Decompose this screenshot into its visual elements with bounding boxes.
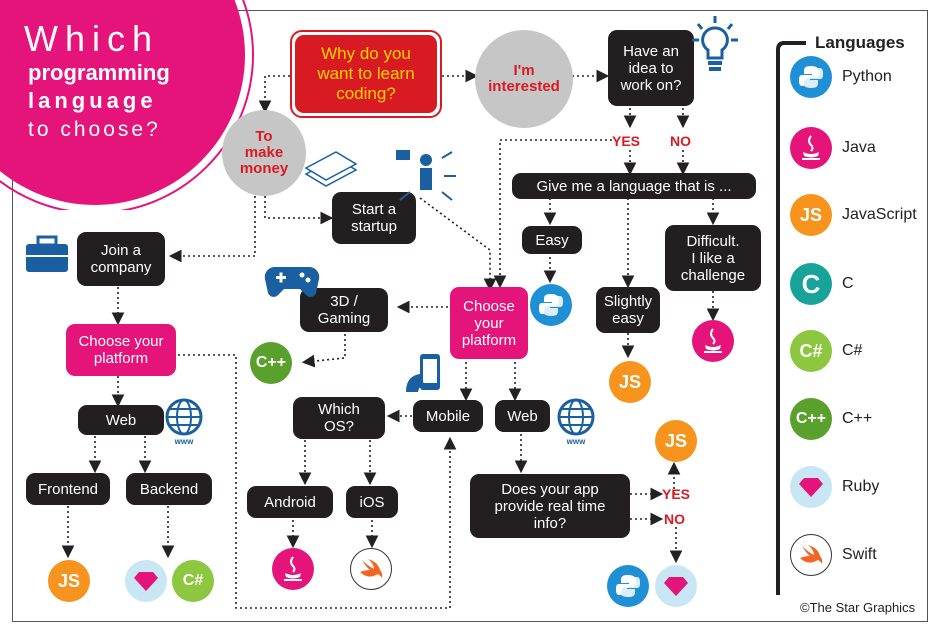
no-label: NO	[670, 133, 691, 149]
lightbulb-icon	[692, 16, 738, 71]
credit: ©The Star Graphics	[800, 600, 916, 615]
legend-label: Swift	[842, 546, 877, 563]
legend-label: Python	[842, 68, 892, 85]
choose-platform-left: Choose your platform	[66, 324, 176, 376]
legend-item-python: Python	[790, 56, 892, 98]
gamepad-icon	[264, 267, 320, 297]
mobile-node: Mobile	[413, 400, 483, 432]
c-icon: C	[790, 263, 832, 305]
www-label-left: www	[174, 437, 194, 446]
which-os-node: Which OS?	[293, 397, 385, 439]
ruby-icon	[655, 565, 697, 607]
give-node: Give me a language that is ...	[512, 173, 756, 199]
legend-bracket	[776, 41, 806, 595]
legend-label: C	[842, 275, 854, 292]
web-right-node: Web	[495, 400, 550, 432]
legend-item-javascript: JS JavaScript	[790, 194, 917, 236]
globe-icon: www	[557, 398, 595, 446]
money-stack-icon	[304, 151, 358, 187]
start-label: Why do you want to learn coding?	[295, 35, 437, 113]
easy-node: Easy	[522, 226, 582, 254]
no2-label: NO	[664, 511, 685, 527]
interested-node: I'm interested	[475, 30, 573, 128]
legend-item-cpp: C++ C++	[790, 398, 872, 440]
python-icon	[607, 565, 649, 607]
money-node: To make money	[222, 110, 306, 196]
difficult-node: Difficult. I like a challenge	[665, 225, 761, 291]
legend-item-java: Java	[790, 127, 876, 169]
gaming-node: 3D / Gaming	[300, 288, 388, 332]
java-icon	[272, 548, 314, 590]
ruby-icon	[790, 466, 832, 508]
start-node: Why do you want to learn coding?	[290, 30, 442, 118]
yes2-label: YES	[662, 486, 691, 502]
choose-platform-right: Choose your platform	[450, 287, 528, 359]
legend-label: C#	[842, 342, 863, 359]
legend-item-ruby: Ruby	[790, 466, 879, 508]
android-node: Android	[247, 486, 333, 518]
js-icon: JS	[48, 560, 90, 602]
legend-item-swift: Swift	[790, 534, 877, 576]
cpp-icon: C++	[790, 398, 832, 440]
legend-item-c: C C	[790, 263, 854, 305]
java-icon	[692, 320, 734, 362]
js-icon: JS	[655, 420, 697, 462]
www-label-right: www	[566, 437, 586, 446]
swift-icon	[790, 534, 832, 576]
title-line2: programming	[28, 60, 170, 85]
js-icon: JS	[609, 361, 651, 403]
title-line3: language	[28, 88, 157, 113]
csharp-icon: C#	[790, 330, 832, 372]
globe-icon: www	[165, 398, 203, 446]
title-line4: to choose?	[28, 118, 161, 141]
ruby-icon	[125, 560, 167, 602]
legend-label: C++	[842, 410, 873, 427]
legend-label: Ruby	[842, 478, 880, 495]
java-icon	[790, 127, 832, 169]
backend-node: Backend	[126, 473, 212, 505]
python-icon	[530, 284, 572, 326]
frame	[12, 10, 928, 622]
frontend-node: Frontend	[26, 473, 110, 505]
swift-icon	[350, 548, 392, 590]
legend-label: JavaScript	[842, 206, 917, 223]
legend-title: Languages	[815, 33, 905, 52]
js-icon: JS	[790, 194, 832, 236]
ios-node: iOS	[346, 486, 398, 518]
legend-item-csharp: C# C#	[790, 330, 862, 372]
title-blob	[0, 0, 254, 210]
csharp-icon: C#	[172, 560, 214, 602]
startup-node: Start a startup	[332, 192, 416, 244]
yes-label: YES	[612, 133, 641, 149]
python-icon	[790, 56, 832, 98]
cpp-icon: C++	[250, 342, 292, 384]
realtime-node: Does your app provide real time info?	[470, 474, 630, 538]
title-line1: Which	[24, 18, 160, 59]
slightly-easy-node: Slightly easy	[596, 287, 660, 333]
businessman-icon	[396, 150, 456, 201]
smartphone-icon	[406, 354, 440, 392]
legend-label: Java	[842, 139, 876, 156]
idea-node: Have an idea to work on?	[608, 30, 694, 106]
web-left-node: Web	[78, 405, 164, 435]
join-node: Join a company	[77, 232, 165, 286]
briefcase-icon	[26, 235, 68, 272]
